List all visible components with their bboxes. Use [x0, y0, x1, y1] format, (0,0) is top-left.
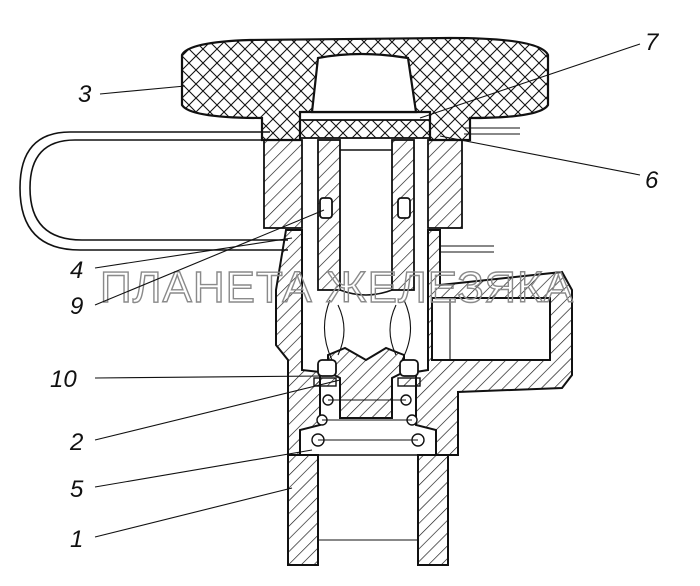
callout-3: 3 — [78, 81, 92, 108]
bail-handle — [19, 131, 288, 251]
threaded-shank — [287, 454, 449, 566]
callout-2: 2 — [69, 429, 83, 456]
seal-rings — [313, 359, 421, 387]
upper-sleeve — [263, 127, 520, 229]
callout-1: 1 — [70, 526, 83, 553]
o-rings — [319, 197, 411, 219]
leader-lines — [94, 43, 641, 538]
valve-plug — [327, 346, 405, 419]
watermark-text: ПЛАНЕТА ЖЕЛЕЗЯКА — [100, 263, 574, 312]
callout-7: 7 — [645, 29, 660, 56]
callout-5: 5 — [70, 476, 84, 503]
callout-9: 9 — [70, 293, 83, 320]
callouts: 3 7 6 4 9 10 2 5 1 — [50, 29, 660, 553]
handwheel — [180, 36, 550, 142]
gasket-plate — [299, 119, 431, 139]
valve-body — [275, 229, 573, 456]
spring — [311, 394, 425, 447]
spindle — [317, 139, 415, 361]
callout-10: 10 — [50, 366, 77, 393]
callout-6: 6 — [645, 167, 659, 194]
callout-4: 4 — [70, 257, 83, 284]
